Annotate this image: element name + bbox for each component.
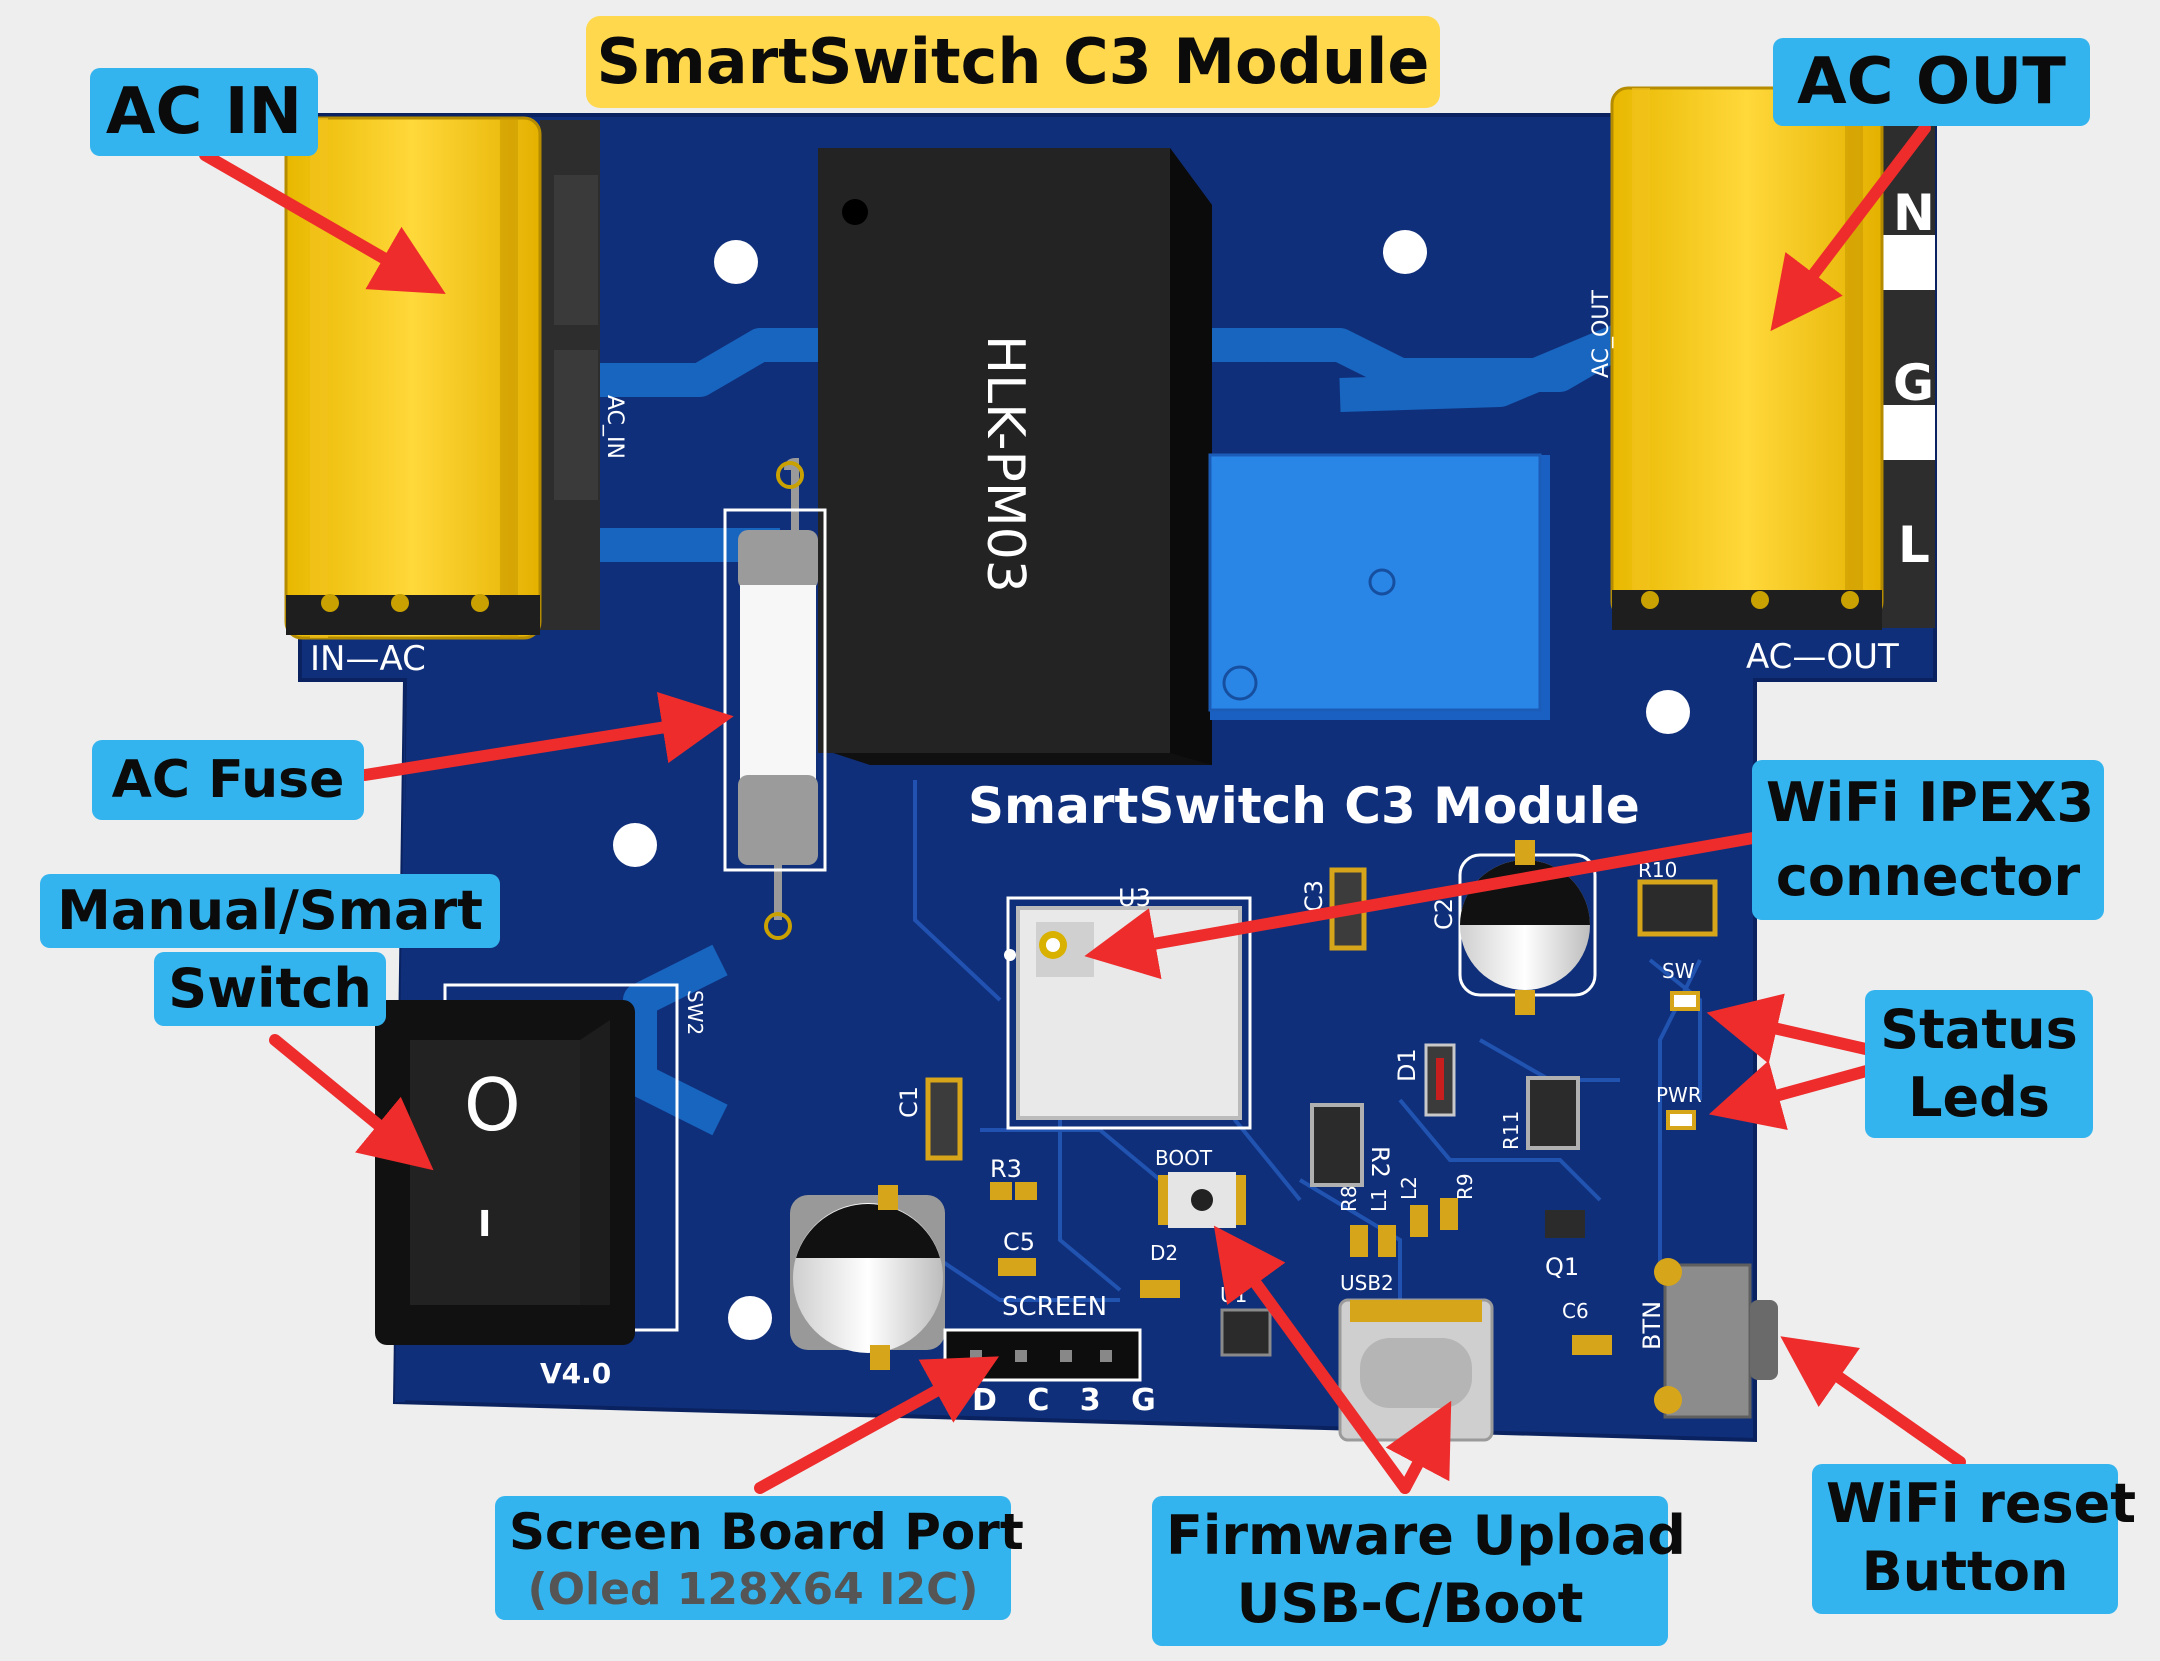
label-usb2: USB2 — [1340, 1271, 1394, 1295]
ac-in-net-label: AC_IN — [602, 395, 627, 459]
ac-in-terminal — [284, 116, 600, 640]
callout-line-2: Button — [1861, 1540, 2069, 1603]
screen-label: SCREEN — [1002, 1292, 1107, 1322]
diagram-title: SmartSwitch C3 Module — [586, 16, 1440, 108]
arrow-icon — [269, 1034, 434, 1171]
capacitor-c2 — [1458, 840, 1597, 1015]
arrow-icon — [1385, 1400, 1452, 1494]
label-c2: C2 — [1430, 898, 1458, 930]
arrows — [199, 122, 1966, 1494]
arrow-icon — [1706, 993, 1876, 1064]
callout-wifi-reset: WiFi reset Button — [1812, 1464, 2137, 1614]
label-d1: D1 — [1393, 1048, 1421, 1082]
arrow-icon — [1084, 832, 1759, 980]
ac-out-label: AC—OUT — [1746, 637, 1899, 677]
rocker-off-symbol: I — [478, 1204, 491, 1245]
arrow-icon — [1708, 1060, 1876, 1130]
callout-manual-smart-switch: Manual/Smart Switch — [30, 872, 510, 1028]
label-r9: R9 — [1453, 1173, 1477, 1200]
arrow-icon — [1780, 1336, 1966, 1468]
label-l1: L1 — [1367, 1188, 1391, 1212]
ac-fuse-component — [723, 457, 827, 940]
callout-line-1: Status — [1880, 998, 2078, 1061]
ac-out-net-label: AC_OUT — [1589, 290, 1614, 378]
label-r11: R11 — [1499, 1111, 1523, 1150]
label-r2: R2 — [1366, 1146, 1394, 1178]
label-c5: C5 — [1003, 1228, 1035, 1256]
label-btn: BTN — [1638, 1301, 1666, 1350]
usb-c-port — [1338, 1298, 1494, 1442]
label-r3: R3 — [990, 1155, 1022, 1183]
capacitor-c4 — [790, 1185, 945, 1370]
arrow-icon — [1770, 122, 1931, 332]
label-r8: R8 — [1337, 1185, 1361, 1212]
label-boot: BOOT — [1155, 1146, 1213, 1170]
reset-button-component — [1654, 1258, 1778, 1419]
label-pwr-led: PWR — [1656, 1083, 1702, 1107]
version-label: V4.0 — [540, 1357, 611, 1390]
callout-line-1: Manual/Smart — [40, 874, 500, 948]
callout-line-2: Switch — [154, 952, 386, 1026]
label-l2: L2 — [1397, 1176, 1421, 1200]
arrow-icon — [754, 1356, 1000, 1494]
module-label: HLK-PM03 — [975, 335, 1035, 593]
callout-ac-out: AC OUT — [1773, 38, 2090, 126]
mounting-holes — [613, 230, 1690, 1340]
rocker-switch — [375, 983, 679, 1345]
label-c1: C1 — [895, 1086, 923, 1118]
rocker-on-symbol: O — [464, 1063, 521, 1147]
arrow-icon — [199, 149, 446, 294]
callout-screen-port: Screen Board Port (Oled 128X64 I2C) — [495, 1496, 1024, 1620]
label-q1: Q1 — [1545, 1253, 1579, 1281]
label-d2: D2 — [1150, 1241, 1178, 1265]
label-u1: U1 — [1220, 1283, 1247, 1307]
silkscreen-title: SmartSwitch C3 Module — [968, 777, 1640, 835]
label-c6: C6 — [1562, 1299, 1589, 1323]
label-sw-led: SW — [1662, 959, 1695, 983]
callout-line-2: Leds — [1908, 1066, 2050, 1129]
callout-wifi-ipex3: WiFi IPEX3 connector — [1752, 760, 2104, 920]
callout-line-1: Firmware Upload — [1166, 1504, 1686, 1567]
pin-g: G — [1893, 354, 1934, 412]
arrow-icon — [1213, 1225, 1411, 1494]
callout-firmware: Firmware Upload USB-C/Boot — [1152, 1496, 1686, 1646]
callout-line-2: connector — [1775, 845, 2081, 908]
label-c3: C3 — [1300, 880, 1328, 912]
pin-l: L — [1898, 516, 1930, 574]
callout-line-2: USB-C/Boot — [1236, 1572, 1584, 1635]
screen-header-component — [943, 1328, 1142, 1382]
callout-ac-fuse: AC Fuse — [92, 740, 364, 820]
callout-line-1: WiFi IPEX3 — [1766, 771, 2095, 834]
callout-ac-in: AC IN — [90, 68, 318, 156]
boot-button-component — [1158, 1172, 1246, 1228]
pin-n: N — [1893, 184, 1935, 242]
callout-sub: (Oled 128X64 I2C) — [527, 1564, 979, 1615]
label-u3: U3 — [1118, 884, 1151, 912]
screen-pins-label: D C 3 G — [972, 1383, 1166, 1418]
relay — [1208, 453, 1550, 720]
callout-status-leds: Status Leds — [1865, 990, 2093, 1138]
hlk-pm03-module — [818, 148, 1212, 765]
label-sw2: SW2 — [683, 990, 707, 1035]
callout-line-1: Screen Board Port — [509, 1503, 1024, 1561]
in-ac-label: IN—AC — [310, 639, 426, 679]
arrow-icon — [359, 692, 734, 781]
callout-line-1: WiFi reset — [1826, 1472, 2137, 1535]
